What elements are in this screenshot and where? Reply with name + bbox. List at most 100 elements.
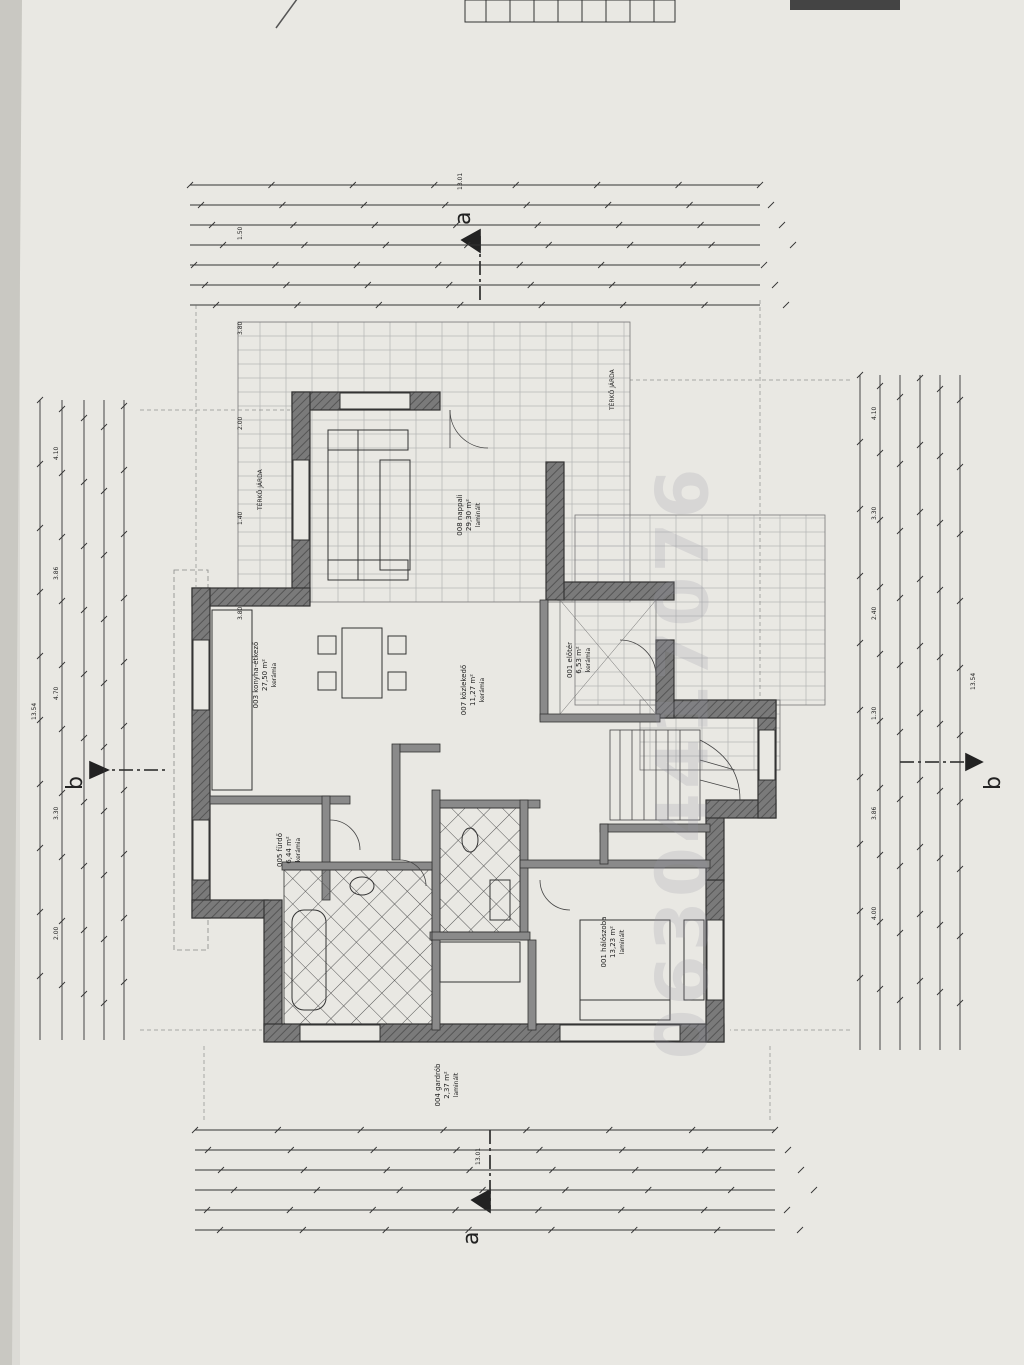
dimension-tick — [700, 1206, 708, 1214]
dimension-tick — [268, 181, 275, 189]
dimension-tick — [383, 1166, 391, 1174]
dimension-tick — [445, 281, 453, 289]
dimension-tick — [58, 469, 66, 477]
dimension-tick — [100, 551, 108, 559]
dimension-tick — [204, 1146, 212, 1154]
extension-lines — [140, 300, 850, 1120]
dimension-tick — [896, 460, 904, 468]
dimension-tick — [465, 1226, 472, 1234]
dimension-tick — [36, 652, 44, 660]
dimension-tick — [396, 1186, 404, 1194]
dimension-tick — [956, 999, 964, 1007]
dimension-tick — [382, 241, 390, 249]
paper-shadow-left — [0, 0, 22, 1365]
dimension-tick — [219, 241, 227, 249]
dimension-tick — [369, 1206, 377, 1214]
dimension-tick — [216, 1226, 224, 1234]
dimension-tick — [956, 463, 964, 471]
dimension-tick — [876, 985, 884, 993]
dimension-tick — [120, 722, 128, 730]
dimension-tick — [713, 1226, 721, 1234]
dimension-tick — [876, 583, 884, 591]
dimension-tick — [856, 706, 864, 714]
dimension-tick — [697, 221, 704, 229]
dimension-tick — [856, 572, 864, 580]
dimension-tick — [212, 301, 220, 309]
dimension-tick — [100, 935, 108, 943]
dimension-tick — [714, 1166, 722, 1174]
dimension-tick — [120, 402, 128, 410]
dimension-tick — [516, 261, 524, 269]
dimension-tick — [856, 505, 864, 513]
dimension-tick — [120, 594, 128, 602]
dimension-tick — [512, 181, 520, 189]
furniture — [211, 429, 705, 1021]
dimension-tick — [80, 798, 88, 806]
dimension-tick — [536, 1146, 543, 1154]
dimension-tick — [545, 241, 553, 249]
dimension-tick — [631, 1166, 639, 1174]
dimension-tick — [100, 807, 108, 815]
dimension-tick — [896, 862, 904, 870]
dimension-tick — [286, 1206, 294, 1214]
dimension-tick — [300, 1166, 308, 1174]
dimension-tick — [290, 221, 297, 229]
dimension-tick — [617, 1206, 625, 1214]
dimension-tick — [916, 910, 924, 918]
door-swings — [329, 409, 657, 911]
dimension-tick — [283, 281, 290, 289]
dimension-tick — [896, 728, 904, 736]
dimension-tick — [299, 1226, 307, 1234]
dimension-tick — [701, 301, 708, 309]
dimension-tick — [217, 1166, 225, 1174]
dimension-tick — [100, 999, 108, 1007]
dimension-tick — [597, 261, 605, 269]
dimension-tick — [593, 181, 601, 189]
dimension-tick — [756, 181, 764, 189]
dimension-tick — [208, 221, 216, 229]
dimension-tick — [701, 1146, 709, 1154]
dimension-tick — [896, 929, 904, 937]
dimension-tick — [856, 907, 864, 915]
dimension-tick — [80, 542, 88, 550]
dimension-tick — [876, 717, 884, 725]
dimension-tick — [523, 201, 531, 209]
dimension-tick — [856, 773, 864, 781]
dimension-tick — [186, 181, 194, 189]
dimension-tick — [120, 786, 128, 794]
dimension-tick — [274, 1126, 282, 1134]
dimension-tick — [523, 1126, 530, 1134]
dimension-tick — [100, 679, 108, 687]
dimension-tick — [789, 241, 797, 249]
dimension-tick — [916, 575, 924, 583]
dimension-tick — [760, 261, 768, 269]
tiled-areas — [283, 599, 657, 1025]
dimension-tick — [675, 181, 682, 189]
dimension-tick — [203, 1206, 211, 1214]
dimension-tick — [690, 281, 697, 289]
dimension-tick — [896, 795, 904, 803]
dimension-tick — [686, 201, 693, 209]
dimension-tick — [36, 588, 44, 596]
dimension-tick — [120, 978, 128, 986]
dimension-tick — [916, 709, 924, 717]
dimension-tick — [466, 1166, 473, 1174]
dimension-tick — [630, 1226, 638, 1234]
dimension-tick — [708, 241, 715, 249]
dimension-tick — [856, 840, 864, 848]
dimension-tick — [190, 261, 198, 269]
dimension-tick — [856, 974, 864, 982]
dimension-tick — [349, 181, 357, 189]
dimension-tick — [100, 423, 108, 431]
dimension-tick — [80, 862, 88, 870]
dimension-tick — [36, 844, 44, 852]
dimension-tick — [313, 1186, 321, 1194]
dimension-tick — [936, 452, 944, 460]
dimension-tick — [936, 385, 944, 393]
dimension-tick — [201, 281, 209, 289]
dimension-tick — [360, 201, 368, 209]
paper — [20, 0, 1024, 1365]
dimension-tick — [36, 460, 44, 468]
dimension-tick — [58, 789, 66, 797]
dimension-tick — [479, 1186, 486, 1194]
